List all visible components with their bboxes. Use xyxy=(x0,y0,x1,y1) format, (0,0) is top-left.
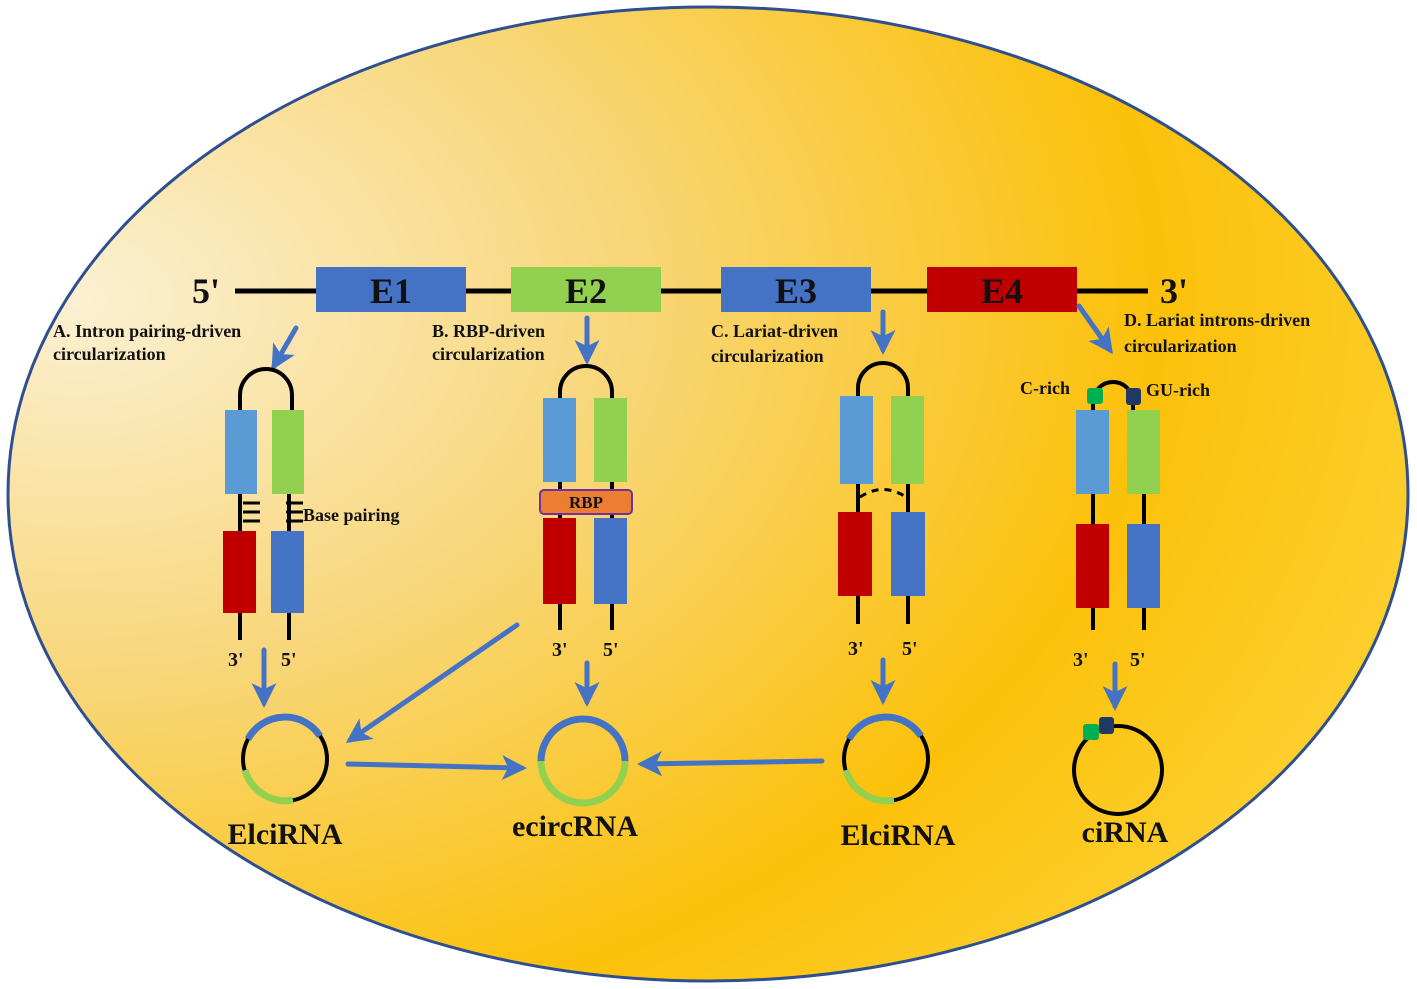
exon-e3-label: E3 xyxy=(775,271,817,311)
pathway-d-title-line2: circularization xyxy=(1124,336,1237,356)
pathway-c-three-prime-end: 3' xyxy=(848,638,864,660)
hairpin-c: 3' 5' xyxy=(838,361,925,660)
hairpin-b: RBP 3' 5' xyxy=(539,364,633,661)
rbp-label: RBP xyxy=(569,493,603,512)
pathway-d-three-prime-end: 3' xyxy=(1073,649,1089,671)
pathway-c-title-line2: circularization xyxy=(711,346,824,366)
arrow-b-to-elcirna-a xyxy=(345,622,520,743)
product-elcirna-a-label: ElciRNA xyxy=(228,818,343,851)
gu-rich-site xyxy=(1126,388,1141,405)
product-elcirna-c-label: ElciRNA xyxy=(841,819,956,852)
arrow-strand-to-a xyxy=(271,325,299,371)
pathway-b-five-prime-end: 5' xyxy=(603,639,619,661)
cell-background xyxy=(6,5,1410,983)
gu-rich-label: GU-rich xyxy=(1146,380,1210,400)
pathway-c-title-line1: C. Lariat-driven xyxy=(711,321,838,341)
pathway-a-title-line2: circularization xyxy=(53,344,166,364)
arrow-elcirna-c-to-ecircrna xyxy=(637,751,825,777)
pre-mrna-strand: 5' 3' E1 E2 E3 E4 xyxy=(192,267,1188,312)
product-elcirna-c: ElciRNA xyxy=(841,713,956,852)
product-ecircrna: ecircRNA xyxy=(512,715,638,843)
arrow-strand-to-d xyxy=(1076,303,1113,355)
product-cirna: ciRNA xyxy=(1072,717,1169,849)
pathway-c-five-prime-end: 5' xyxy=(902,638,918,660)
exon-e1-label: E1 xyxy=(370,271,412,311)
strand-five-prime-label: 5' xyxy=(192,271,220,311)
pathway-b-three-prime-end: 3' xyxy=(552,639,568,661)
pathway-a-three-prime-end: 3' xyxy=(228,649,244,671)
hairpin-a: Base pairing 3' 5' xyxy=(223,367,400,671)
product-ecircrna-label: ecircRNA xyxy=(512,810,638,843)
cirna-gu-rich-site xyxy=(1099,717,1114,734)
product-elcirna-a: ElciRNA xyxy=(228,713,343,851)
exon-e3 xyxy=(721,267,871,312)
exon-e2 xyxy=(511,267,661,312)
c-rich-site xyxy=(1087,388,1103,404)
product-cirna-label: ciRNA xyxy=(1082,816,1169,849)
exon-e4 xyxy=(927,267,1077,312)
arrow-elcirna-a-to-ecircrna xyxy=(345,755,527,781)
pathway-a-title-line1: A. Intron pairing-driven xyxy=(53,321,241,341)
c-rich-label: C-rich xyxy=(1020,378,1070,398)
pathway-d-five-prime-end: 5' xyxy=(1130,649,1146,671)
hairpin-d: C-rich GU-rich 3' 5' xyxy=(1020,378,1210,671)
cirna-c-rich-site xyxy=(1083,724,1099,740)
pathway-d-title-line1: D. Lariat introns-driven xyxy=(1124,310,1310,330)
pathway-b-title-line2: circularization xyxy=(432,344,545,364)
pathway-a-five-prime-end: 5' xyxy=(281,649,297,671)
base-pairing-label: Base pairing xyxy=(303,505,400,525)
exon-e2-label: E2 xyxy=(565,271,607,311)
rbp-protein xyxy=(539,489,633,515)
exon-e1 xyxy=(316,267,466,312)
pathway-b-title-line1: B. RBP-driven xyxy=(432,321,545,341)
strand-three-prime-label: 3' xyxy=(1160,271,1188,311)
exon-e4-label: E4 xyxy=(981,271,1023,311)
